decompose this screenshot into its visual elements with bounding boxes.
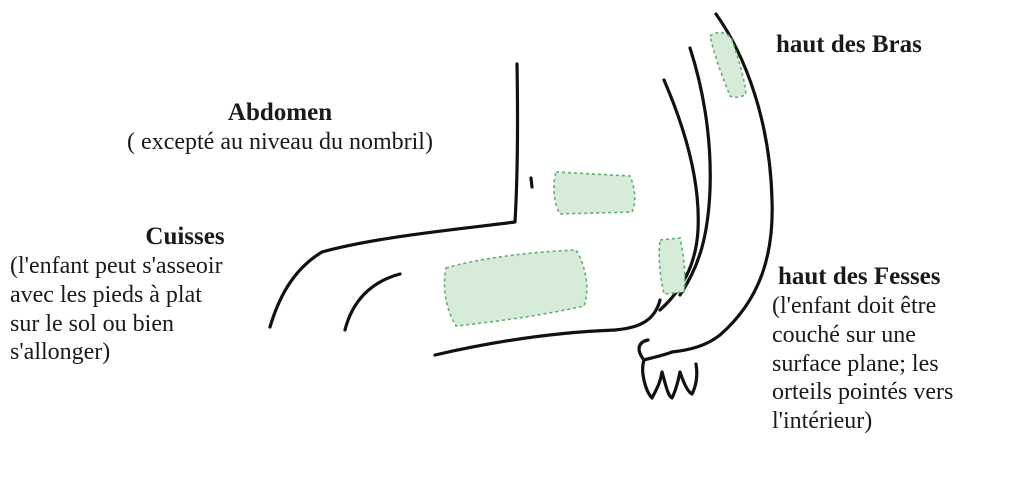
cuisses-note-line: avec les pieds à plat xyxy=(10,281,310,310)
fesses-note-line: orteils pointés vers xyxy=(772,378,1012,407)
abdomen-label-block: Abdomen ( excepté au niveau du nombril) xyxy=(70,98,490,157)
cuisses-note-line: (l'enfant peut s'asseoir xyxy=(10,252,310,281)
abdomen-title: Abdomen xyxy=(70,98,490,128)
cuisses-title: Cuisses xyxy=(10,222,290,252)
zone-arm xyxy=(710,33,746,98)
navel-mark xyxy=(531,178,532,187)
cuisses-note-line: sur le sol ou bien xyxy=(10,310,310,339)
abdomen-note: ( excepté au niveau du nombril) xyxy=(70,128,490,157)
fesses-title: haut des Fesses xyxy=(778,262,1012,292)
hand-outline xyxy=(643,352,697,398)
fesses-note-line: surface plane; les xyxy=(772,350,1012,379)
zone-abdomen xyxy=(554,172,635,214)
fesses-note-line: (l'enfant doit être xyxy=(772,292,1012,321)
bras-label-block: haut des Bras xyxy=(776,30,1016,60)
fesses-note-line: couché sur une xyxy=(772,321,1012,350)
fesses-label-block: haut des Fesses (l'enfant doit être couc… xyxy=(772,262,1012,436)
bras-title: haut des Bras xyxy=(776,30,1016,60)
cuisses-label-block: Cuisses (l'enfant peut s'asseoir avec le… xyxy=(10,222,310,367)
thigh-outline xyxy=(345,274,400,330)
fesses-note-line: l'intérieur) xyxy=(772,407,1012,436)
cuisses-note-line: s'allonger) xyxy=(10,338,310,367)
back-outline xyxy=(680,48,710,295)
zone-thigh xyxy=(444,250,586,326)
zone-buttock xyxy=(659,238,685,294)
thumb-outline xyxy=(639,340,648,360)
